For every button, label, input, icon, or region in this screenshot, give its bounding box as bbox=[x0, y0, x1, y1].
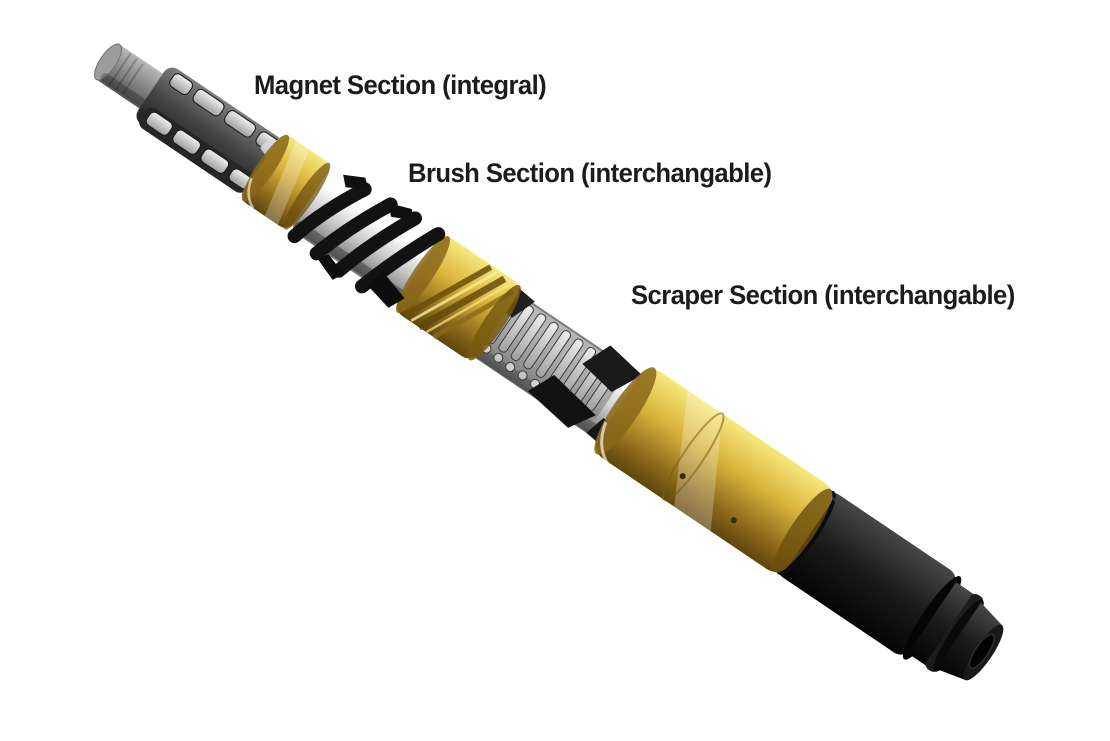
scraper-gold-collar bbox=[594, 367, 833, 573]
bottom-bore-opening bbox=[968, 633, 995, 670]
scraper-rib-block bbox=[479, 292, 627, 420]
label-magnet-section: Magnet Section (integral) bbox=[254, 70, 547, 100]
brush-gold-spiral-collar bbox=[396, 235, 521, 361]
label-brush-section: Brush Section (interchangable) bbox=[408, 158, 772, 188]
magnet-slots-bottom-row bbox=[145, 111, 252, 190]
magnet-gold-collar bbox=[241, 134, 331, 230]
label-scraper-section: Scraper Section (interchangable) bbox=[631, 280, 1015, 310]
brush-spiral-blades bbox=[287, 174, 446, 308]
